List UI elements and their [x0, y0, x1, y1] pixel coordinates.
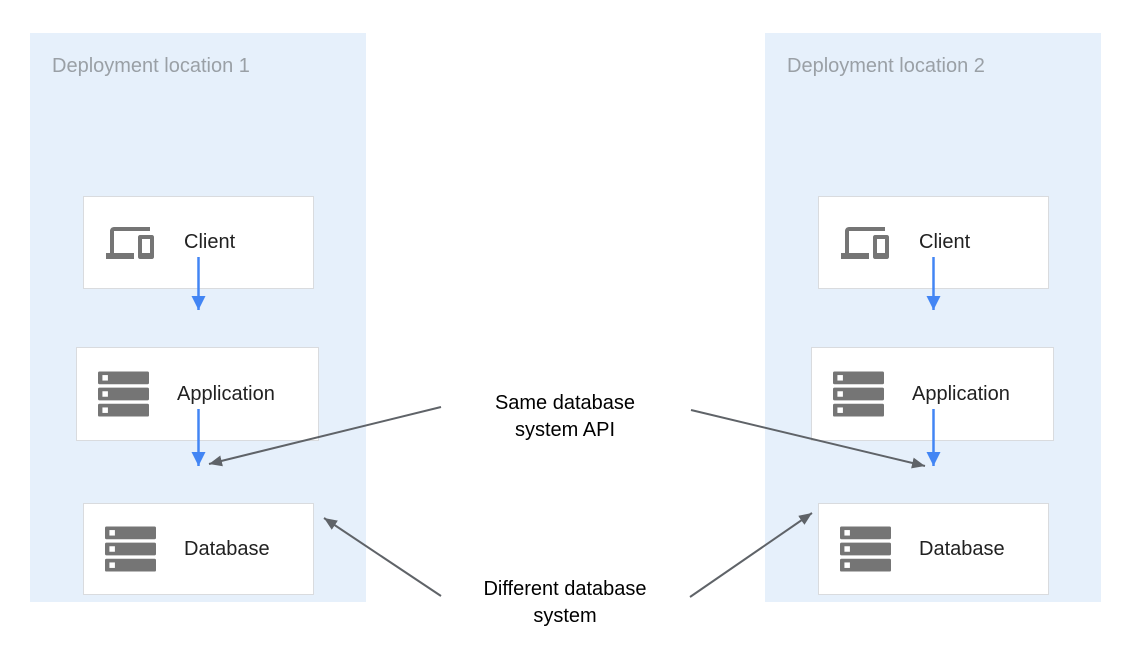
server-stack-icon — [101, 526, 159, 572]
annotation-different-db-system: Different database system — [425, 576, 705, 630]
node-application-2: Application — [811, 347, 1054, 441]
annotation-line: system API — [514, 419, 616, 441]
node-label: Database — [919, 537, 1005, 560]
annotation-same-db-api: Same database system API — [425, 390, 705, 444]
deployment-zone-2: Deployment location 2 Client — [765, 33, 1101, 602]
node-label: Database — [184, 537, 270, 560]
node-database-1: Database — [83, 503, 314, 595]
annotation-line: Different database — [483, 578, 647, 600]
node-label: Application — [912, 382, 1010, 405]
node-client-1: Client — [83, 196, 314, 289]
node-client-2: Client — [818, 196, 1049, 289]
node-application-1: Application — [76, 347, 319, 441]
devices-icon — [101, 219, 159, 267]
node-database-2: Database — [818, 503, 1049, 595]
server-stack-icon — [829, 371, 887, 417]
node-label: Application — [177, 382, 275, 405]
zone-title: Deployment location 1 — [52, 55, 250, 77]
node-label: Client — [919, 231, 971, 253]
deployment-zone-1: Deployment location 1 Client — [30, 33, 366, 602]
annotation-line: Same database — [494, 392, 636, 414]
server-stack-icon — [836, 526, 894, 572]
node-label: Client — [184, 231, 236, 253]
annotation-line: system — [533, 605, 597, 627]
zone-title: Deployment location 2 — [787, 55, 985, 77]
devices-icon — [836, 219, 894, 267]
server-stack-icon — [94, 371, 152, 417]
